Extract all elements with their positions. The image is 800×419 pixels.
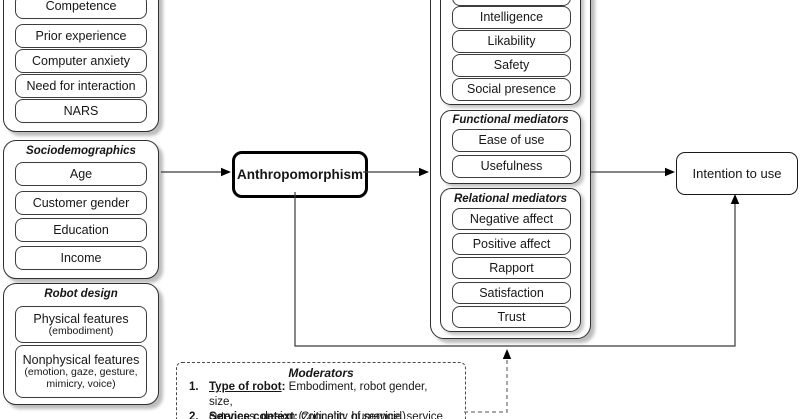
node-label: Education [53,222,109,237]
moderators-title: Moderators [288,366,354,380]
node-positive-affect: Positive affect [452,233,571,255]
item-lead: Type of robot [209,381,282,393]
node-need-for-interaction: Need for interaction [15,74,147,98]
node-satisfaction: Satisfaction [452,282,571,304]
node-income: Income [15,246,147,270]
node-prior-experience: Prior experience [15,24,147,48]
node-label: Ease of use [478,133,545,147]
node-label: Positive affect [472,236,551,251]
node-label: Prior experience [35,28,127,43]
arrowhead-moderators-to-path [502,349,512,359]
node-negative-affect: Negative affect [452,208,571,230]
item-text: Embodiment, robot gender, size, [209,381,428,408]
group-mediators-outer: Intelligence Likability Safety Social pr… [430,0,591,339]
node-label: Income [60,250,102,265]
node-label: Safety [493,58,530,72]
group-relational-mediators: Relational mediators Negative affect Pos… [440,188,581,332]
node-nonphysical-features: Nonphysical features (emotion, gaze, ges… [15,345,147,398]
node-label: Likability [487,34,536,48]
node-sublabel: (emotion, gaze, gesture, mimicry, voice) [24,366,138,390]
arrowhead-mediators-to-intention [665,167,675,177]
item-number: 2. [189,411,199,419]
node-age: Age [15,162,147,186]
moderators-box: Moderators 1. Type of robot: Embodiment,… [176,362,466,419]
node-intention-to-use: Intention to use [676,152,798,195]
node-label: Satisfaction [479,285,544,300]
node-label: Age [69,166,93,181]
group-mediators-top: Intelligence Likability Safety Social pr… [440,0,581,105]
item-lead: Service context [209,411,295,419]
group-title: Sociodemographics [26,145,136,157]
node-label: Physical features [33,311,129,326]
moderator-item-service-context: 2. Service context: Criticality of servi… [189,410,453,419]
node-nars: NARS [15,99,147,123]
node-label: Usefulness [480,159,543,173]
node-ease-of-use: Ease of use [452,129,571,152]
group-robot-design: Robot design Physical features (embodime… [3,283,159,405]
group-functional-mediators: Functional mediators Ease of use Usefuln… [440,110,581,184]
node-usefulness: Usefulness [452,155,571,178]
node-label: Rapport [489,260,534,275]
node-label: Intelligence [479,10,544,24]
item-text-line2: cuteness, design (zoonotic, humanoid) [209,411,406,419]
node-physical-features: Physical features (embodiment) [15,306,147,343]
arrowhead-left-to-anthropomorphism [221,167,231,177]
node-sublabel: (embodiment) [48,324,114,337]
moderator-item-type-of-robot: 1. Type of robot: Embodiment, robot gend… [189,380,453,419]
item-number: 1. [189,381,199,393]
node-label: Anthropomorphism [237,167,363,182]
node-label: NARS [63,103,99,118]
arrowhead-anthropomorphism-to-mediators [419,167,429,177]
group-title: Robot design [44,288,118,300]
group-title: Relational mediators [453,193,568,205]
node-social-presence: Social presence [452,78,571,101]
node-label: Social presence [467,82,556,96]
group-title: Functional mediators [452,114,569,126]
node-label: Intention to use [692,166,782,181]
node-label: Trust [497,309,526,324]
node-customer-gender: Customer gender [15,191,147,215]
node-label: Negative affect [469,211,554,226]
item-colon: : [281,381,286,393]
node-safety: Safety [452,54,571,77]
node-likability: Likability [452,30,571,53]
node-education: Education [15,218,147,242]
node-label: Competence [45,0,117,13]
node-trust: Trust [452,306,571,328]
node-computer-anxiety: Computer anxiety [15,49,147,73]
node-label: Computer anxiety [32,53,130,68]
item-colon: : [294,411,298,419]
arrowhead-direct-to-intention [730,194,740,204]
node-label: Customer gender [32,195,130,210]
node-anthropomorphism: Anthropomorphism [232,151,368,198]
dashed-arrow-moderators-to-path [464,357,508,413]
item-text: Criticality of service, service type [301,411,443,419]
node-rapport: Rapport [452,257,571,279]
node-label: Need for interaction [26,78,136,93]
group-customer-traits: Competence Prior experience Computer anx… [3,0,159,132]
node-competence: Competence [15,0,147,19]
node-intelligence: Intelligence [452,6,571,29]
group-sociodemographics: Sociodemographics Age Customer gender Ed… [3,140,159,279]
node-label: Nonphysical features [22,353,140,367]
